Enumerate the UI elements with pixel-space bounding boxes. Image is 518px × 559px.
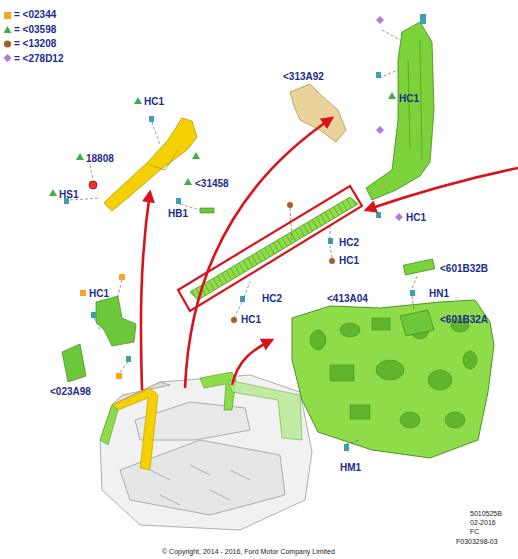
part-callout: HS1 (59, 189, 78, 201)
part-callout: HC2 (262, 293, 282, 305)
drawing-note: F0303298-03 (456, 537, 498, 546)
floor-pan (100, 375, 312, 530)
drawing-note: © Copyright, 2014 - 2016, Ford Motor Com… (162, 547, 335, 556)
part-callout: HM1 (340, 462, 361, 474)
fastener-symbols (49, 16, 403, 379)
legend-entry: = <278D12 (14, 53, 64, 65)
clips (64, 72, 415, 451)
part-callout: <601B32A (440, 314, 488, 326)
part-callout: HC1 (144, 96, 164, 108)
part-callout: HC2 (339, 237, 359, 249)
part-callout: HC1 (406, 212, 426, 224)
drawing-note: 02-2016 (470, 518, 496, 527)
red-arrows (141, 118, 518, 390)
legend-symbols (4, 12, 12, 62)
part-callout: <601B32B (440, 263, 488, 275)
legend-entry: = <13208 (14, 38, 56, 50)
part-callout: <31458 (195, 178, 229, 190)
pad-601b32a (400, 310, 434, 336)
part-callout: <413A04 (327, 293, 368, 305)
a-pillar-trim (89, 118, 214, 213)
highlighted-floor-trim (100, 372, 302, 470)
panel-023a98 (62, 344, 86, 382)
part-callout: HB1 (168, 208, 188, 220)
legend-entry: = <03598 (14, 24, 56, 36)
drawing-note: 5010525B (470, 509, 502, 518)
scuff-plate (178, 186, 362, 311)
part-callout: 18808 (86, 153, 114, 165)
part-callout: HC1 (339, 255, 359, 267)
part-callout: HC1 (89, 288, 109, 300)
part-callout: HN1 (429, 288, 449, 300)
part-callout: HC1 (241, 314, 261, 326)
part-callout: <313A92 (283, 71, 324, 83)
part-callout: HC1 (399, 93, 419, 105)
drawing-note: FC (470, 527, 479, 536)
part-callout: <023A98 (50, 386, 91, 398)
pad-601b32b (403, 259, 434, 275)
leader-lines (70, 30, 418, 444)
cowl-trim (96, 296, 136, 346)
b-pillar-bracket (290, 84, 346, 142)
dash-insulator (292, 300, 494, 458)
legend-entry: = <02344 (14, 9, 56, 21)
b-pillar-trim (366, 14, 434, 200)
